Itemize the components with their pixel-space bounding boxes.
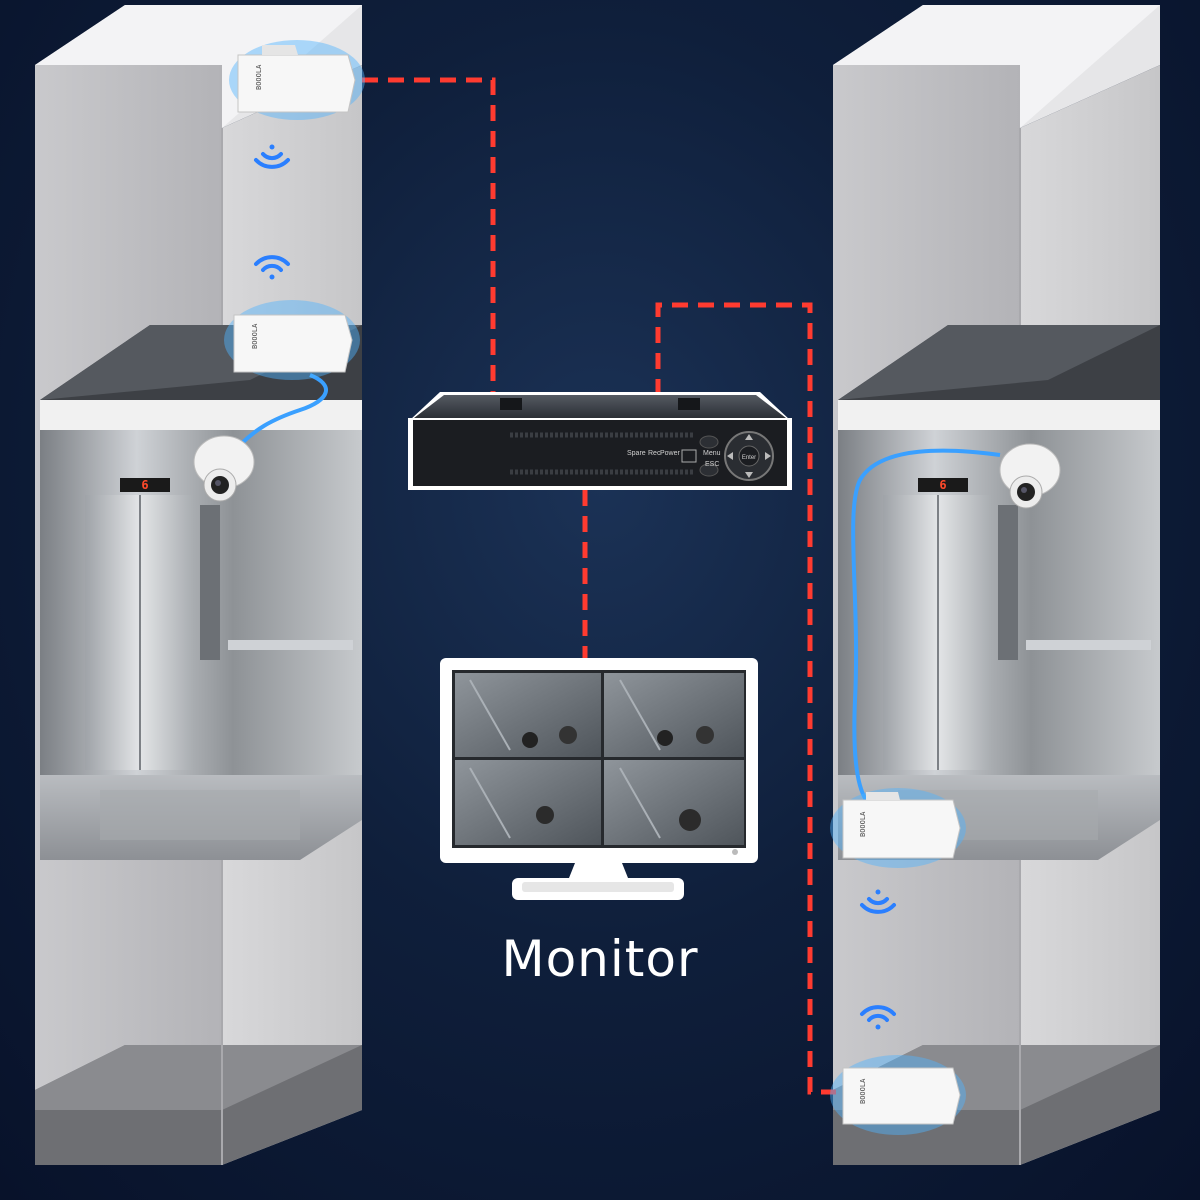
wifi-icon xyxy=(254,144,290,169)
bridge-brand-label: BOOOLA xyxy=(859,1078,867,1104)
right-dome-camera xyxy=(999,443,1061,509)
dvr-indicator-spare: Spare xyxy=(627,450,646,457)
bridge-brand-label: BOOOLA xyxy=(859,811,867,837)
wifi-icon xyxy=(254,255,290,280)
dvr-button-enter: Enter xyxy=(742,455,756,461)
network-links xyxy=(362,77,836,1095)
left-floor-display: 6 xyxy=(141,478,148,492)
dvr-button-esc: ESC xyxy=(705,461,719,468)
bridge-left-top: BOOOLA xyxy=(229,40,365,120)
bridge-right-bottom: BOOOLA xyxy=(830,1055,966,1135)
bridge-right-cabin: BOOOLA xyxy=(830,788,966,868)
link-right-bridge-to-dvr xyxy=(655,302,836,1095)
right-elevator-car: 6 xyxy=(838,325,1160,860)
bridge-brand-label: BOOOLA xyxy=(251,323,259,349)
bridge-brand-label: BOOOLA xyxy=(255,64,263,90)
dvr-button-menu: Menu xyxy=(703,450,721,457)
dvr-indicator-rec: Rec xyxy=(648,450,661,457)
dvr-indicator-power: Power xyxy=(660,450,681,457)
right-floor-display: 6 xyxy=(939,478,946,492)
camera-feed-grid xyxy=(455,673,744,845)
link-left-bridge-to-dvr xyxy=(362,77,496,395)
wifi-icon xyxy=(860,889,896,914)
monitor-label: Monitor xyxy=(501,930,699,988)
right-camera-cable xyxy=(851,448,1001,807)
monitor-display xyxy=(440,658,758,900)
left-dome-camera xyxy=(193,435,255,502)
dvr-recorder: Spare Rec Power Menu ESC Enter xyxy=(408,392,792,490)
bridge-left-cabin: BOOOLA xyxy=(224,300,360,380)
wifi-icon xyxy=(860,1005,896,1030)
left-camera-cable xyxy=(238,373,328,447)
